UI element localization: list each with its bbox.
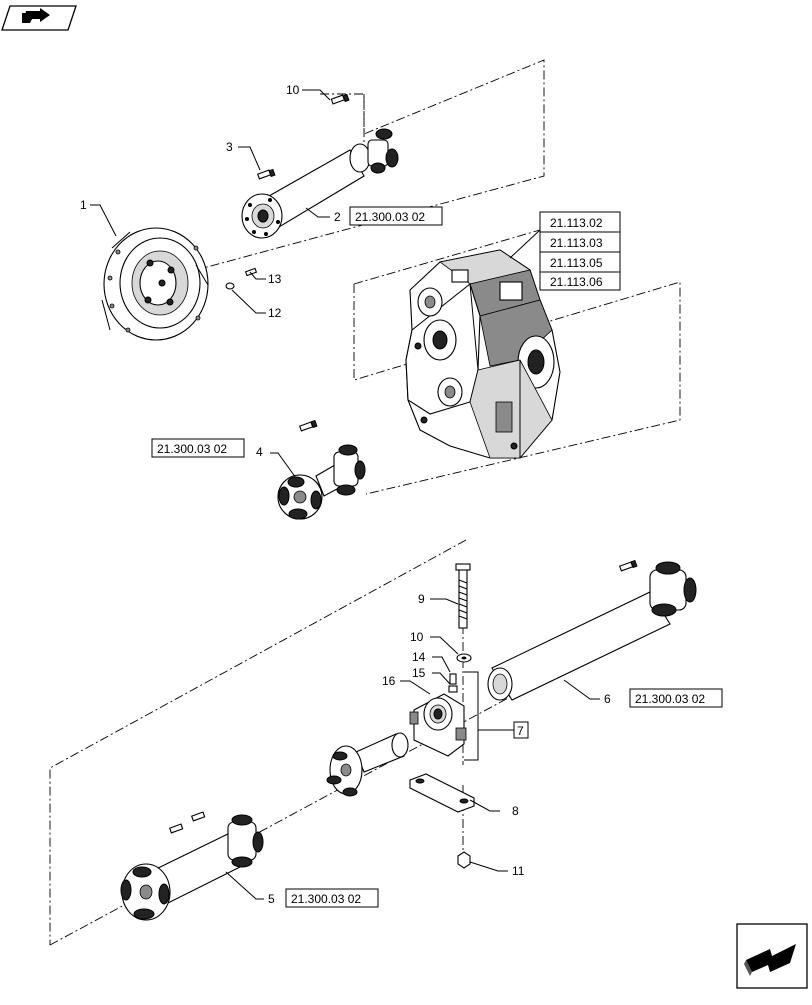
bolt-shaft-5-b	[190, 811, 206, 822]
next-page-arrow-icon[interactable]	[736, 923, 808, 989]
pillow-block-bearing	[409, 693, 467, 757]
callout-14: 14	[412, 650, 426, 664]
nut	[457, 851, 471, 869]
bolt-shaft-6	[618, 559, 638, 572]
callout-10-bottom: 10	[410, 630, 424, 644]
callout-6: 6	[604, 692, 611, 706]
callout-7-box[interactable]: 7	[513, 721, 529, 739]
ref-box-shaft-2[interactable]: 21.300.03 02	[349, 206, 443, 226]
bracket-plate	[409, 773, 475, 813]
grease-fitting	[448, 673, 458, 693]
transmission-gearbox	[405, 249, 561, 459]
svg-text:21.300.03 02: 21.300.03 02	[355, 210, 425, 224]
bolt-shaft-4	[298, 419, 318, 432]
drive-shaft-5	[120, 814, 264, 921]
bolt-3	[256, 168, 276, 180]
callout-10-top: 10	[286, 83, 300, 97]
center-lines	[49, 59, 691, 946]
flywheel-coupling	[101, 227, 209, 341]
ref-gearbox-2[interactable]: 21.113.03	[550, 236, 603, 250]
book-arrow-icon[interactable]	[1, 5, 77, 31]
washer	[456, 653, 472, 663]
washer-12	[225, 282, 235, 290]
ref-box-shaft-4[interactable]: 21.300.03 02	[151, 438, 245, 458]
callout-12: 12	[268, 306, 282, 320]
ref-gearbox-1[interactable]: 21.113.02	[550, 216, 603, 230]
callout-3: 3	[226, 140, 233, 154]
callout-9: 9	[418, 592, 425, 606]
bolt-13	[244, 267, 258, 277]
callout-16: 16	[382, 674, 396, 688]
callout-13: 13	[268, 272, 282, 286]
drive-shaft-2	[241, 128, 399, 239]
callout-5: 5	[268, 892, 275, 906]
callout-1: 1	[80, 198, 87, 212]
svg-text:21.300.03 02: 21.300.03 02	[635, 692, 705, 706]
callout-11: 11	[512, 864, 525, 878]
ref-box-gearbox[interactable]: 21.113.02 21.113.03 21.113.05 21.113.06	[539, 211, 621, 291]
callouts: 10 3 1 2 13 12 4 9 10 14 15 16 6 8 11 5	[80, 83, 611, 906]
callout-4: 4	[256, 445, 263, 459]
callout-2: 2	[334, 210, 341, 224]
ref-gearbox-4[interactable]: 21.113.06	[550, 275, 603, 289]
ref-gearbox-3[interactable]: 21.113.05	[550, 256, 603, 270]
long-bolt	[455, 563, 471, 629]
bolt-10-top	[330, 93, 350, 105]
bolt-shaft-5-a	[168, 823, 184, 834]
svg-text:21.300.03 02: 21.300.03 02	[291, 892, 361, 906]
yoke-stub-shaft	[326, 732, 409, 797]
group-bracket-7	[464, 671, 514, 761]
ref-box-shaft-6[interactable]: 21.300.03 02	[629, 688, 723, 708]
drive-shaft-4	[277, 444, 366, 520]
callout-8: 8	[512, 804, 519, 818]
callout-15: 15	[412, 666, 426, 680]
leader-lines	[90, 89, 600, 900]
drive-shaft-6	[487, 561, 697, 701]
svg-text:21.300.03 02: 21.300.03 02	[157, 442, 227, 456]
ref-box-shaft-5[interactable]: 21.300.03 02	[285, 888, 379, 908]
callout-7: 7	[517, 724, 524, 738]
